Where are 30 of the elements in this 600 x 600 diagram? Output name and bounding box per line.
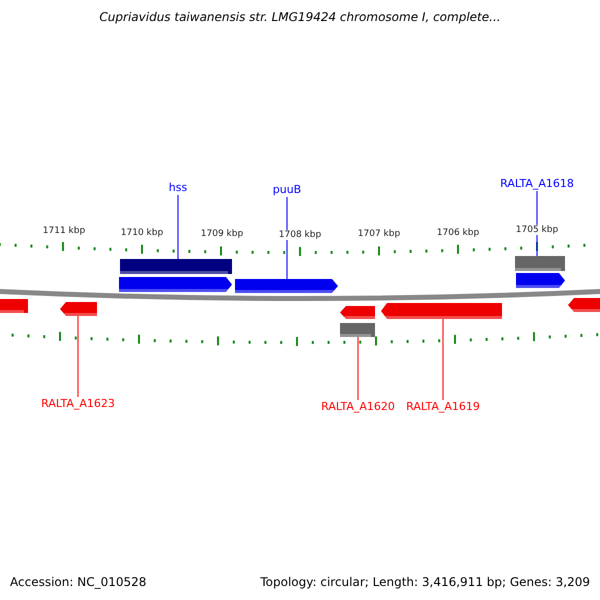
gene-label: hss: [168, 181, 188, 194]
gene-label: RALTA_A1623: [41, 397, 115, 410]
pointed-gene-block: [568, 298, 600, 312]
scale-label: 1709 kbp: [200, 229, 244, 239]
gene-label: RALTA_A1620: [321, 400, 395, 413]
pointed-gene-block: [516, 273, 565, 288]
gene-bar: [120, 259, 232, 274]
gene-label: RALTA_A1619: [406, 400, 480, 413]
pointed-gene-block: [119, 277, 232, 292]
gene-bar: [0, 299, 28, 313]
leader-line: [442, 318, 444, 400]
gene-label: RALTA_A1618: [500, 177, 574, 190]
title: Cupriavidus taiwanensis str. LMG19424 chromosome I, complete...: [98, 10, 502, 24]
gene-label: puuB: [272, 183, 302, 196]
genome-info-text: Topology: circular; Length: 3,416,911 bp; Genes: 3,209: [260, 575, 590, 589]
pointed-gene-block: [60, 302, 97, 316]
scale-label: 1706 kbp: [436, 228, 480, 238]
scale-label: 1711 kbp: [42, 226, 86, 236]
leader-line: [536, 190, 538, 256]
gene-bar: [340, 323, 375, 337]
pointed-gene-block: [340, 306, 375, 319]
pointed-gene-block: [235, 279, 338, 293]
scale-label: 1710 kbp: [120, 228, 164, 238]
pointed-gene-block: [381, 303, 502, 319]
scale-label: 1705 kbp: [516, 225, 558, 235]
scale-label: 1707 kbp: [358, 229, 400, 239]
scale-label: 1708 kbp: [278, 230, 322, 240]
accession-text: Accession: NC_010528: [10, 575, 146, 589]
gene-bar: [515, 256, 565, 271]
leader-line: [286, 196, 288, 280]
